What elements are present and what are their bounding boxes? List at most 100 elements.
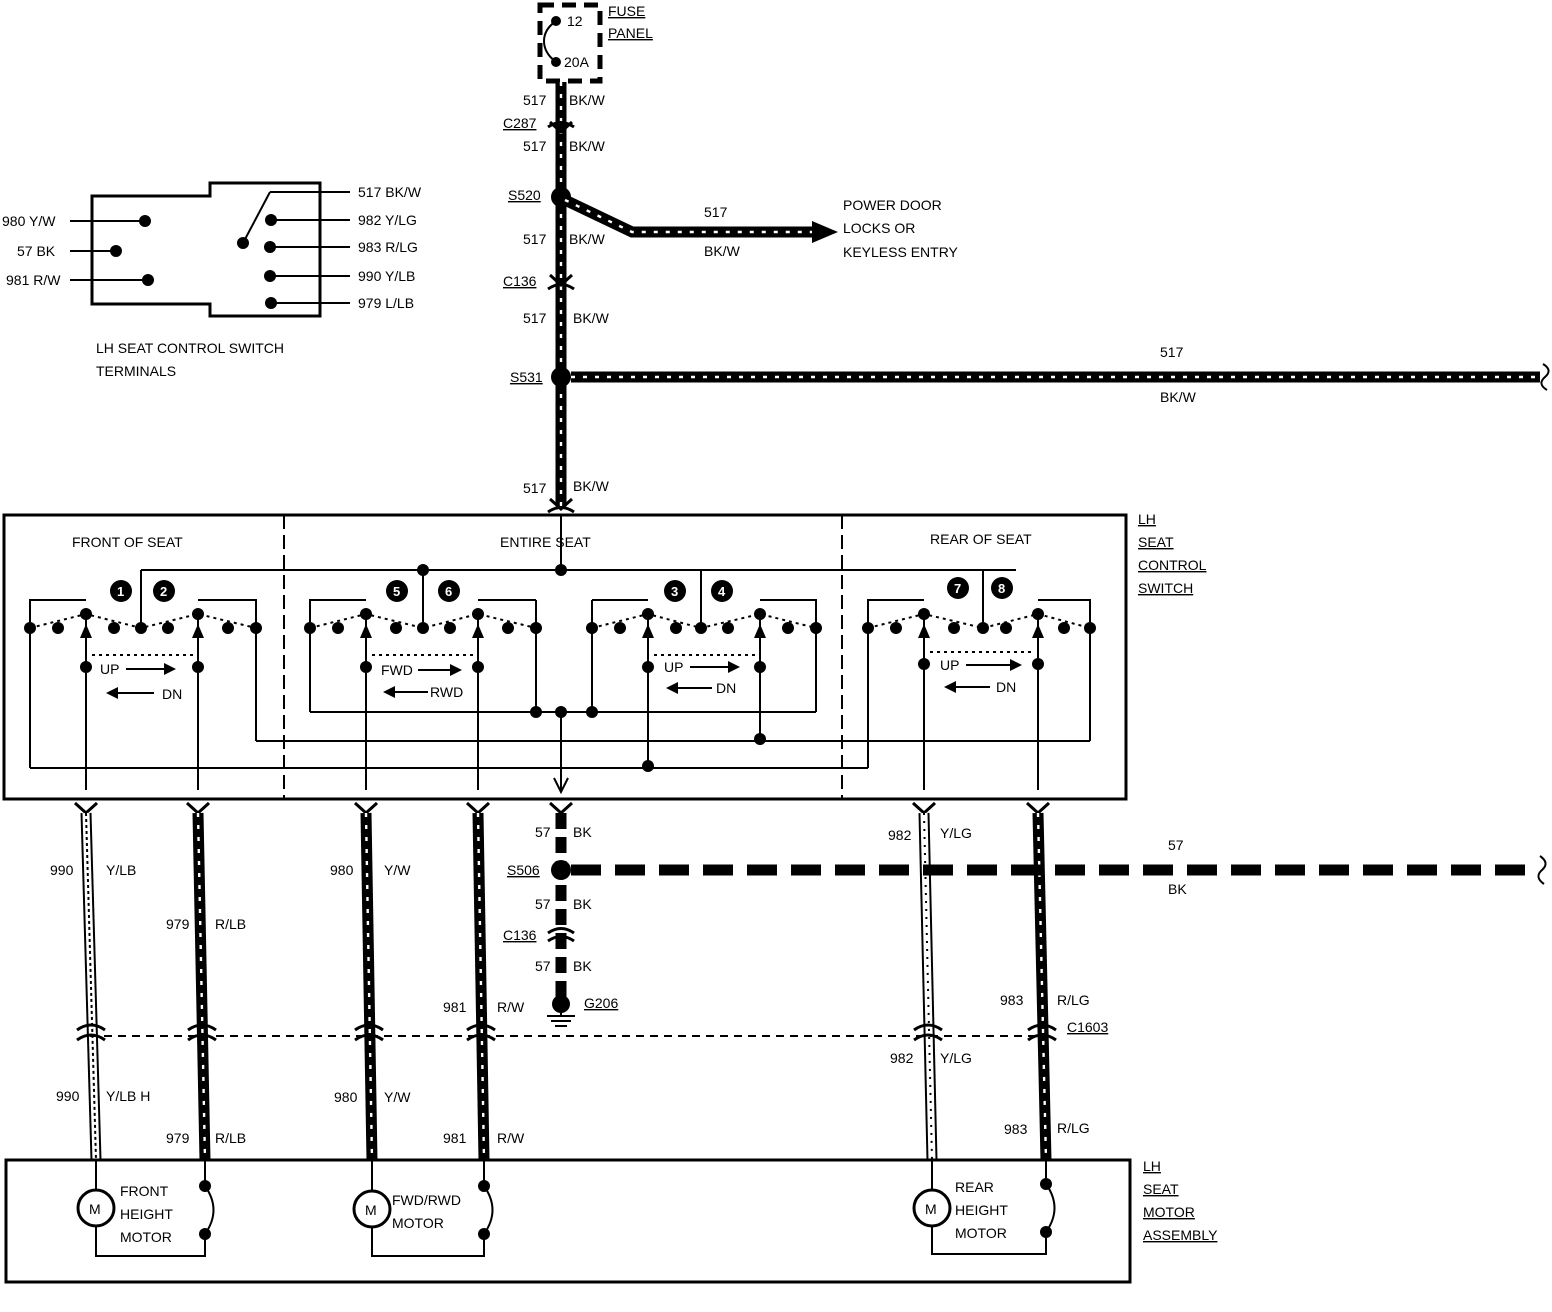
- switch-label-1: LH: [1138, 511, 1156, 527]
- switch-terminals-inset: 980 Y/W 57 BK 981 R/W 517 BK/W 982 Y/LG …: [2, 181, 422, 379]
- contact-6: 6: [445, 584, 452, 599]
- feed-circuit-1: 517: [523, 92, 547, 108]
- w980-color-upper: Y/W: [384, 862, 411, 878]
- assembly-label-1: LH: [1143, 1158, 1161, 1174]
- motor-wires: 990 Y/LB 990 Y/LB H 979 R/LB 979 R/LB 98…: [50, 801, 1108, 1161]
- ground-circuit-2: 57: [535, 896, 551, 912]
- fwd-motor-label-2: MOTOR: [392, 1215, 444, 1231]
- terminal-label-right-5: 979 L/LB: [358, 295, 414, 311]
- switch-label-3: CONTROL: [1138, 557, 1207, 573]
- feed-circuit-4: 517: [523, 310, 547, 326]
- rear-section-label: REAR OF SEAT: [930, 531, 1032, 547]
- terminals-caption-2: TERMINALS: [96, 363, 176, 379]
- door-dest-1: POWER DOOR: [843, 197, 942, 213]
- feed-circuit-2: 517: [523, 138, 547, 154]
- rear-motor-symbol: M: [925, 1201, 937, 1217]
- contact-8: 8: [998, 581, 1005, 596]
- fuse-rating: 20A: [564, 54, 590, 70]
- front-motor-label-1: FRONT: [120, 1183, 169, 1199]
- front-motor-symbol: M: [89, 1201, 101, 1217]
- s531-branch-circuit: 517: [1160, 344, 1184, 360]
- w983-circuit-lower: 983: [1004, 1121, 1028, 1137]
- ground-point-g206: G206: [584, 995, 618, 1011]
- assembly-label-4: ASSEMBLY: [1143, 1227, 1218, 1243]
- splice-s520: S520: [508, 187, 541, 203]
- front-section-label: FRONT OF SEAT: [72, 534, 183, 550]
- feed-color-5: BK/W: [573, 478, 610, 494]
- contact-7: 7: [954, 581, 961, 596]
- s531-branch-color: BK/W: [1160, 389, 1197, 405]
- contact-1: 1: [117, 584, 124, 599]
- connector-c136-lower: C136: [503, 927, 537, 943]
- rear-up-label: UP: [940, 657, 959, 673]
- rear-motor-label-1: REAR: [955, 1179, 994, 1195]
- contact-5: 5: [393, 584, 400, 599]
- w990-circuit-lower: 990: [56, 1088, 80, 1104]
- feed-color-2: BK/W: [569, 138, 606, 154]
- contact-3: 3: [671, 584, 678, 599]
- switch-group-entire-fwd: 5 6 FWD RWD: [304, 580, 542, 790]
- ground-color-2: BK: [573, 896, 592, 912]
- ground-branch-color: BK: [1168, 881, 1187, 897]
- fuse-number: 12: [567, 13, 583, 29]
- door-dest-2: LOCKS OR: [843, 220, 915, 236]
- w983-circuit-upper: 983: [1000, 992, 1024, 1008]
- fwd-rwd-motor: M FWD/RWD MOTOR: [352, 1160, 494, 1257]
- terminal-label-right-1: 517 BK/W: [358, 184, 422, 200]
- assembly-label-3: MOTOR: [1143, 1204, 1195, 1220]
- feed-color-3: BK/W: [569, 231, 606, 247]
- rear-motor-label-2: HEIGHT: [955, 1202, 1008, 1218]
- terminal-label-left-3: 981 R/W: [6, 272, 61, 288]
- w990-circuit-upper: 990: [50, 862, 74, 878]
- w982-circuit-lower: 982: [890, 1050, 914, 1066]
- rwd-label: RWD: [430, 684, 463, 700]
- ground-circuit-3: 57: [535, 958, 551, 974]
- front-up-label: UP: [100, 661, 119, 677]
- fuse-panel-title-2: PANEL: [608, 25, 653, 41]
- w980-circuit-upper: 980: [330, 862, 354, 878]
- ground-color-1: BK: [573, 824, 592, 840]
- connector-c136-upper: C136: [503, 273, 537, 289]
- ground-branch-circuit: 57: [1168, 837, 1184, 853]
- fwd-label: FWD: [381, 662, 413, 678]
- rear-motor-label-3: MOTOR: [955, 1225, 1007, 1241]
- fwd-motor-symbol: M: [365, 1202, 377, 1218]
- feed-color-4: BK/W: [573, 310, 610, 326]
- w979-color-upper: R/LB: [215, 916, 246, 932]
- fuse-panel: 12 20A FUSE PANEL: [537, 2, 653, 84]
- terminal-label-right-2: 982 Y/LG: [358, 212, 417, 228]
- w982-color-lower: Y/LG: [940, 1050, 972, 1066]
- w979-circuit-upper: 979: [166, 916, 190, 932]
- terminals-caption-1: LH SEAT CONTROL SWITCH: [96, 340, 284, 356]
- ground-circuit-1: 57: [535, 824, 551, 840]
- contact-2: 2: [160, 584, 167, 599]
- front-motor-label-2: HEIGHT: [120, 1206, 173, 1222]
- front-height-motor: M FRONT HEIGHT MOTOR: [76, 1160, 215, 1257]
- entire-section-label: ENTIRE SEAT: [500, 534, 591, 550]
- front-motor-label-3: MOTOR: [120, 1229, 172, 1245]
- assembly-label-2: SEAT: [1143, 1181, 1179, 1197]
- w990-color-lower: Y/LB H: [106, 1088, 150, 1104]
- switch-group-rear: 7 8 UP DN: [862, 577, 1096, 790]
- door-branch-color: BK/W: [704, 243, 741, 259]
- terminal-label-left-1: 980 Y/W: [2, 213, 56, 229]
- switch-label-2: SEAT: [1138, 534, 1174, 550]
- w983-color-upper: R/LG: [1057, 992, 1090, 1008]
- terminal-label-right-4: 990 Y/LB: [358, 268, 415, 284]
- door-branch-circuit: 517: [704, 204, 728, 220]
- fwd-motor-label-1: FWD/RWD: [392, 1192, 461, 1208]
- terminal-label-right-3: 983 R/LG: [358, 239, 418, 255]
- switch-label-4: SWITCH: [1138, 580, 1193, 596]
- w981-color-lower: R/W: [497, 1130, 525, 1146]
- front-dn-label: DN: [162, 686, 182, 702]
- contact-4: 4: [718, 584, 726, 599]
- feed-wire-517: 517 BK/W C287 517 BK/W S520 517 BK/W C13…: [503, 82, 610, 514]
- door-dest-3: KEYLESS ENTRY: [843, 244, 959, 260]
- w990-color-upper: Y/LB: [106, 862, 136, 878]
- rear-height-motor: M REAR HEIGHT MOTOR: [912, 1160, 1056, 1255]
- seat-control-switch: LH SEAT CONTROL SWITCH FRONT OF SEAT ENT…: [2, 511, 1207, 801]
- seat-motor-assembly: LH SEAT MOTOR ASSEMBLY M FRONT HEIGHT MO…: [4, 1158, 1218, 1284]
- w983-color-lower: R/LG: [1057, 1120, 1090, 1136]
- switch-group-front: 1 2 UP DN: [24, 580, 262, 790]
- w979-circuit-lower: 979: [166, 1130, 190, 1146]
